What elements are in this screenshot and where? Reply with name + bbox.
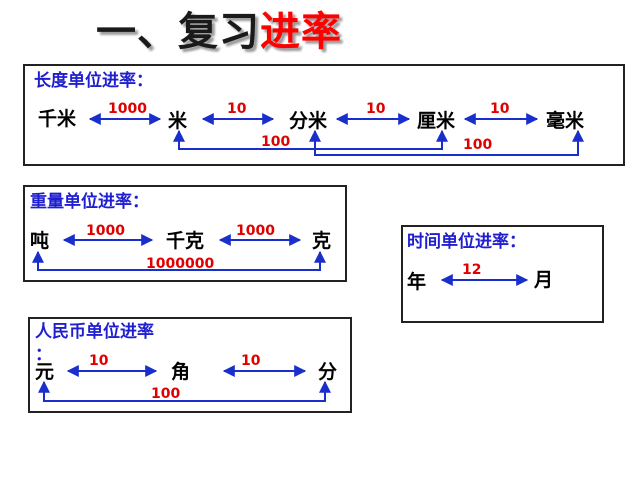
rate-qianmi-mi: 1000 xyxy=(108,101,147,117)
unit-haomi: 毫米 xyxy=(546,110,585,132)
unit-ke: 克 xyxy=(312,230,332,252)
rate-yuan-fen: 100 xyxy=(151,386,181,402)
title-accent: 进率 xyxy=(260,9,342,55)
unit-limi: 厘米 xyxy=(417,110,456,132)
title-main: 一、复习 xyxy=(96,9,260,55)
rate-nian-yue: 12 xyxy=(462,262,482,278)
page-title: 一、复习进率 xyxy=(96,4,342,60)
rate-dun-qianke: 1000 xyxy=(86,223,125,239)
unit-jiao: 角 xyxy=(171,361,191,383)
time-heading: 时间单位进率： xyxy=(407,232,526,252)
unit-qianke: 千克 xyxy=(166,230,205,252)
rate-yuan-jiao: 10 xyxy=(89,353,109,369)
unit-yue: 月 xyxy=(534,269,554,291)
money-heading-colon: ： xyxy=(35,345,52,365)
rate-fenmi-limi: 10 xyxy=(366,101,386,117)
unit-nian: 年 xyxy=(407,271,427,293)
unit-dun: 吨 xyxy=(30,230,50,252)
rate-mi-fenmi: 10 xyxy=(227,101,247,117)
unit-fen: 分 xyxy=(318,361,338,383)
unit-qianmi: 千米 xyxy=(38,108,77,130)
weight-heading: 重量单位进率： xyxy=(30,192,149,212)
unit-yuan: 元 xyxy=(35,361,55,383)
length-heading: 长度单位进率： xyxy=(34,71,153,91)
money-heading: 人民币单位进率 xyxy=(35,322,154,342)
rate-jiao-fen: 10 xyxy=(241,353,261,369)
unit-mi: 米 xyxy=(168,110,188,132)
rate-qianke-ke: 1000 xyxy=(236,223,275,239)
rate-fenmi-haomi: 100 xyxy=(463,137,493,153)
rate-limi-haomi: 10 xyxy=(490,101,510,117)
rate-dun-ke: 1000000 xyxy=(146,256,215,272)
unit-fenmi: 分米 xyxy=(289,110,328,132)
rate-mi-limi: 100 xyxy=(261,134,291,150)
